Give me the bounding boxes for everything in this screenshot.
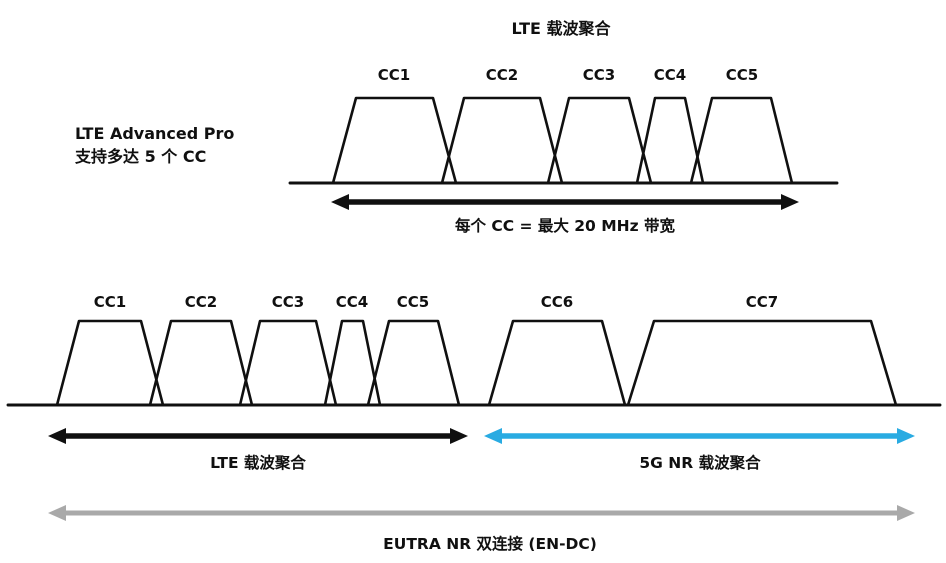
side-label-line1: LTE Advanced Pro xyxy=(75,124,234,143)
bottom-cc3-trapezoid xyxy=(238,319,338,407)
lte-aggregation-arrow xyxy=(48,428,468,444)
top-cc1-label: CC1 xyxy=(378,66,410,84)
nr-arrow-left-head xyxy=(484,428,502,444)
bottom-cc6-label: CC6 xyxy=(541,293,573,311)
top-cc4-trapezoid xyxy=(635,96,705,185)
bottom-cc7-label: CC7 xyxy=(746,293,778,311)
lte-arrow-left-head xyxy=(48,428,66,444)
nr-arrow-right-head xyxy=(897,428,915,444)
bottom-cc7-trapezoid xyxy=(626,319,898,407)
endc-arrow-right-head xyxy=(897,505,915,521)
endc-arrow-left-head xyxy=(48,505,66,521)
lte-arrow-right-head xyxy=(450,428,468,444)
top-cc2-trapezoid xyxy=(440,96,564,185)
top-diagram-title: LTE 载波聚合 xyxy=(512,19,612,38)
endc-arrow xyxy=(48,505,915,521)
top-cc5-label: CC5 xyxy=(726,66,758,84)
top-cc3-trapezoid xyxy=(546,96,653,185)
top-cc4-label: CC4 xyxy=(654,66,686,84)
bottom-cc1-trapezoid xyxy=(55,319,165,407)
top-carrier-labels: CC1 CC2 CC3 CC4 CC5 xyxy=(378,66,758,84)
bottom-cc6-trapezoid xyxy=(487,319,627,407)
top-cc1-trapezoid xyxy=(331,96,458,185)
endc-arrow-label: EUTRA NR 双连接 (EN-DC) xyxy=(383,534,597,553)
lte-aggregation-arrow-label: LTE 载波聚合 xyxy=(210,453,306,472)
bottom-cc3-label: CC3 xyxy=(272,293,304,311)
bottom-cc5-label: CC5 xyxy=(397,293,429,311)
bottom-cc2-trapezoid xyxy=(148,319,254,407)
bottom-carrier-shapes xyxy=(55,319,898,407)
nr-aggregation-arrow xyxy=(484,428,915,444)
top-cc5-trapezoid xyxy=(689,96,794,185)
bottom-cc5-trapezoid xyxy=(366,319,461,407)
side-label-line2: 支持多达 5 个 CC xyxy=(74,147,206,166)
bottom-carrier-labels: CC1 CC2 CC3 CC4 CC5 CC6 CC7 xyxy=(94,293,778,311)
top-bandwidth-arrow-label: 每个 CC = 最大 20 MHz 带宽 xyxy=(455,216,676,235)
top-cc2-label: CC2 xyxy=(486,66,518,84)
bottom-cc4-label: CC4 xyxy=(336,293,368,311)
top-cc3-label: CC3 xyxy=(583,66,615,84)
top-bandwidth-arrow xyxy=(331,194,799,210)
bottom-cc4-trapezoid xyxy=(323,319,382,407)
top-carrier-shapes xyxy=(331,96,794,185)
top-bandwidth-arrow-left-head xyxy=(331,194,349,210)
top-bandwidth-arrow-right-head xyxy=(781,194,799,210)
bottom-cc1-label: CC1 xyxy=(94,293,126,311)
bottom-cc2-label: CC2 xyxy=(185,293,217,311)
nr-aggregation-arrow-label: 5G NR 载波聚合 xyxy=(639,453,761,472)
